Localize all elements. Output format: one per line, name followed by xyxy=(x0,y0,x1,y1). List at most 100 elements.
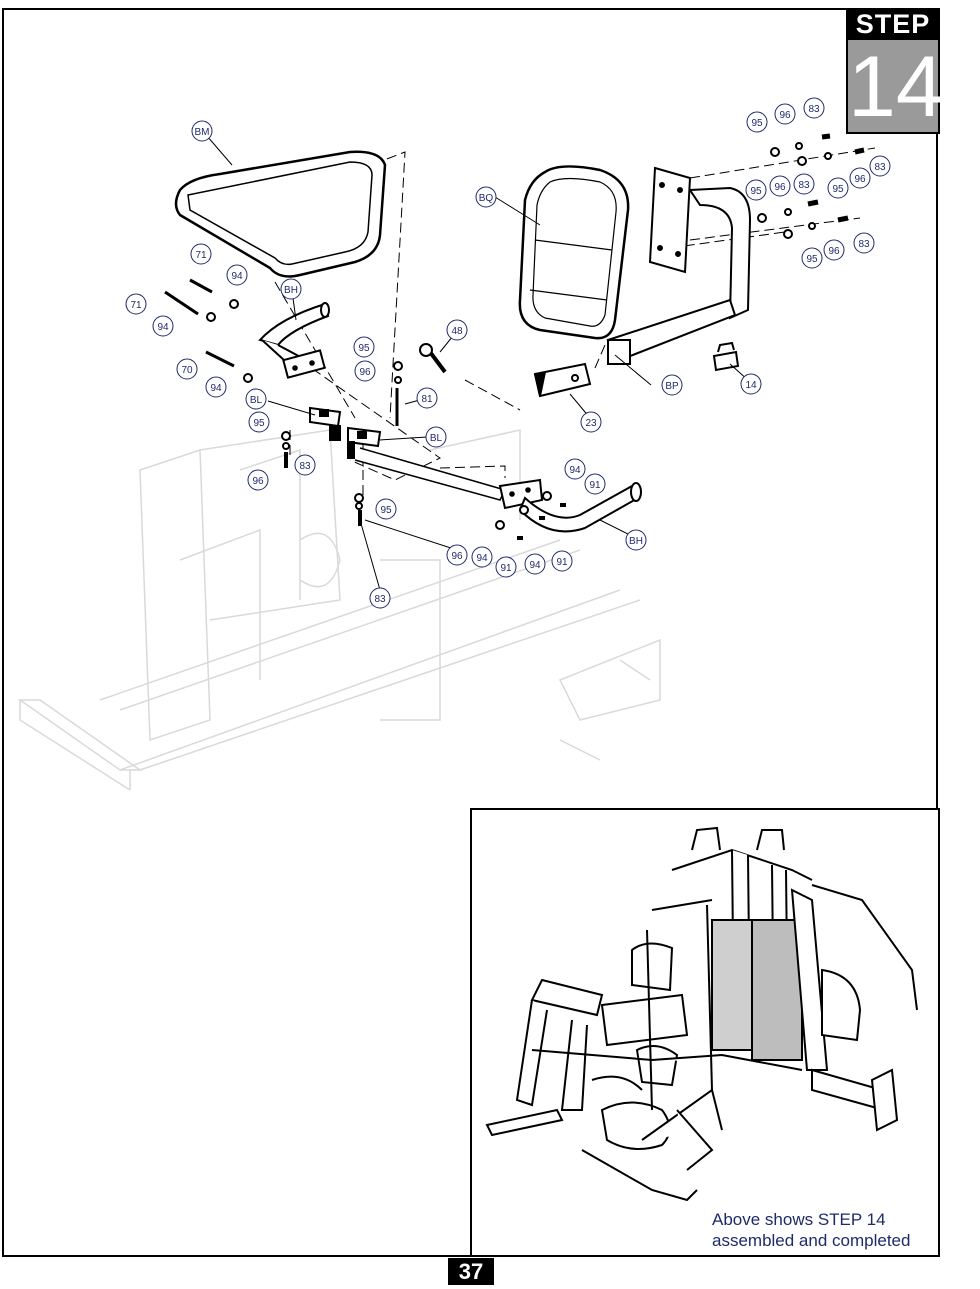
svg-text:96: 96 xyxy=(451,551,463,562)
end-cap-14 xyxy=(712,341,740,372)
callout-96-b: 96 xyxy=(247,469,269,491)
svg-text:95: 95 xyxy=(832,184,844,195)
svg-text:BM: BM xyxy=(195,127,210,138)
completed-assembly-inset xyxy=(470,808,940,1257)
callout-14: 14 xyxy=(740,373,762,395)
svg-text:96: 96 xyxy=(854,174,866,185)
roller-handle-bh-right xyxy=(498,478,642,533)
svg-text:14: 14 xyxy=(745,380,757,391)
callout-94-d: 94 xyxy=(564,458,586,480)
svg-text:95: 95 xyxy=(806,254,818,265)
completed-gym-illustration xyxy=(485,826,918,1202)
svg-text:BP: BP xyxy=(665,381,679,392)
callout-96-f: 96 xyxy=(769,175,791,197)
svg-text:BL: BL xyxy=(430,433,443,444)
callout-bm: BM xyxy=(191,120,213,142)
washers xyxy=(206,142,832,530)
svg-text:96: 96 xyxy=(774,182,786,193)
callout-bq: BQ xyxy=(475,186,497,208)
callout-bl-left: BL xyxy=(245,388,267,410)
callout-91-c: 91 xyxy=(551,550,573,572)
svg-text:BH: BH xyxy=(284,285,298,296)
roller-handle-bh-left xyxy=(258,302,330,379)
callout-83-d: 83 xyxy=(869,155,891,177)
svg-text:BH: BH xyxy=(629,536,643,547)
svg-text:83: 83 xyxy=(808,104,820,115)
callout-91-b: 91 xyxy=(495,556,517,578)
svg-text:96: 96 xyxy=(779,110,791,121)
callout-81: 81 xyxy=(416,387,438,409)
callout-95-b: 95 xyxy=(248,411,270,433)
bracket-bl-right xyxy=(347,426,382,459)
callout-96-g: 96 xyxy=(823,239,845,261)
svg-text:70: 70 xyxy=(181,365,193,376)
svg-text:83: 83 xyxy=(874,162,886,173)
svg-text:95: 95 xyxy=(750,186,762,197)
step-badge: STEP 14 xyxy=(846,8,944,135)
callout-95-e: 95 xyxy=(827,177,849,199)
callouts: BM BQ BH 71 94 71 94 70 94 BL 95 96 48 8… xyxy=(125,97,891,609)
svg-text:96: 96 xyxy=(828,246,840,257)
callout-94-c: 94 xyxy=(205,376,227,398)
callout-bl-right: BL xyxy=(425,426,447,448)
svg-text:81: 81 xyxy=(421,394,433,405)
svg-text:94: 94 xyxy=(569,465,581,476)
callout-94-b: 94 xyxy=(152,315,174,337)
svg-text:96: 96 xyxy=(359,367,371,378)
callout-83-e: 83 xyxy=(793,173,815,195)
seat-pad-bm xyxy=(174,150,387,278)
back-pad-bq xyxy=(518,165,630,340)
callout-71-top: 71 xyxy=(190,243,212,265)
callout-95-f: 95 xyxy=(745,179,767,201)
callout-96-a: 96 xyxy=(354,360,376,382)
svg-text:71: 71 xyxy=(130,300,142,311)
svg-text:95: 95 xyxy=(751,118,763,129)
step-label: STEP xyxy=(846,8,940,40)
callout-95-g: 95 xyxy=(801,247,823,269)
callout-91-a: 91 xyxy=(584,473,606,495)
callout-83-f: 83 xyxy=(853,232,875,254)
svg-text:95: 95 xyxy=(380,505,392,516)
rear-tube xyxy=(354,447,507,501)
ghost-frame-drawing xyxy=(17,429,661,791)
svg-text:95: 95 xyxy=(358,343,370,354)
callout-83-a: 83 xyxy=(294,454,316,476)
callout-71-left: 71 xyxy=(125,293,147,315)
svg-text:94: 94 xyxy=(529,560,541,571)
svg-text:96: 96 xyxy=(252,476,264,487)
callout-96-c: 96 xyxy=(446,544,468,566)
callout-83-b: 83 xyxy=(369,587,391,609)
caption-line-1: Above shows STEP 14 xyxy=(712,1210,886,1229)
callout-bh-left: BH xyxy=(280,278,302,300)
callout-48: 48 xyxy=(446,319,468,341)
callout-83-c: 83 xyxy=(803,97,825,119)
svg-text:BQ: BQ xyxy=(479,193,494,204)
svg-text:23: 23 xyxy=(585,418,597,429)
svg-text:94: 94 xyxy=(210,383,222,394)
svg-text:83: 83 xyxy=(299,461,311,472)
step-number: 14 xyxy=(846,39,944,135)
svg-text:91: 91 xyxy=(589,480,601,491)
page-number: 37 xyxy=(448,1258,494,1285)
bolts xyxy=(164,133,865,540)
svg-text:94: 94 xyxy=(157,322,169,333)
svg-text:94: 94 xyxy=(231,271,243,282)
svg-text:83: 83 xyxy=(374,594,386,605)
caption-line-2: assembled and completed xyxy=(712,1231,911,1250)
callout-95-a: 95 xyxy=(353,336,375,358)
callout-70: 70 xyxy=(176,358,198,380)
svg-text:48: 48 xyxy=(451,326,463,337)
svg-text:94: 94 xyxy=(476,553,488,564)
svg-text:91: 91 xyxy=(556,557,568,568)
svg-text:95: 95 xyxy=(253,418,265,429)
callout-23: 23 xyxy=(580,411,602,433)
svg-text:91: 91 xyxy=(500,563,512,574)
svg-text:83: 83 xyxy=(858,239,870,250)
sleeve-23 xyxy=(533,362,592,398)
svg-text:71: 71 xyxy=(195,250,207,261)
callout-96-e: 96 xyxy=(849,167,871,189)
callout-94-e: 94 xyxy=(471,546,493,568)
svg-text:83: 83 xyxy=(798,180,810,191)
callout-95-c: 95 xyxy=(375,498,397,520)
